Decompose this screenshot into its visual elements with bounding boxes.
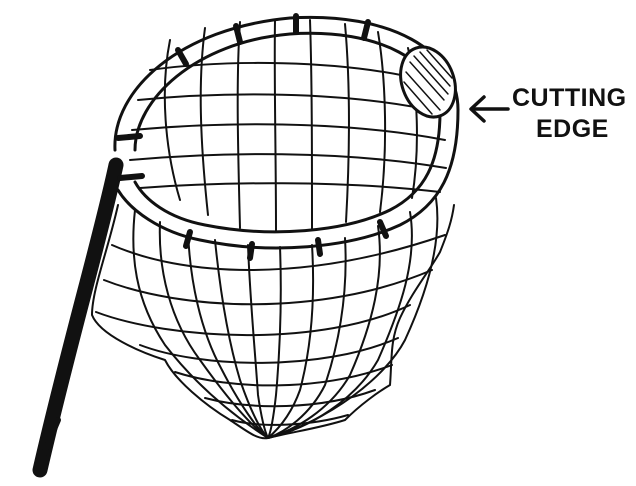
net-handle	[36, 165, 116, 472]
cutting-edge-blade	[391, 39, 464, 124]
cutting-edge-label-line-1: CUTTING	[512, 86, 627, 111]
left-arrow-icon	[466, 92, 510, 126]
net-bag	[92, 198, 454, 438]
cutting-edge-label-line-2: EDGE	[536, 117, 609, 142]
